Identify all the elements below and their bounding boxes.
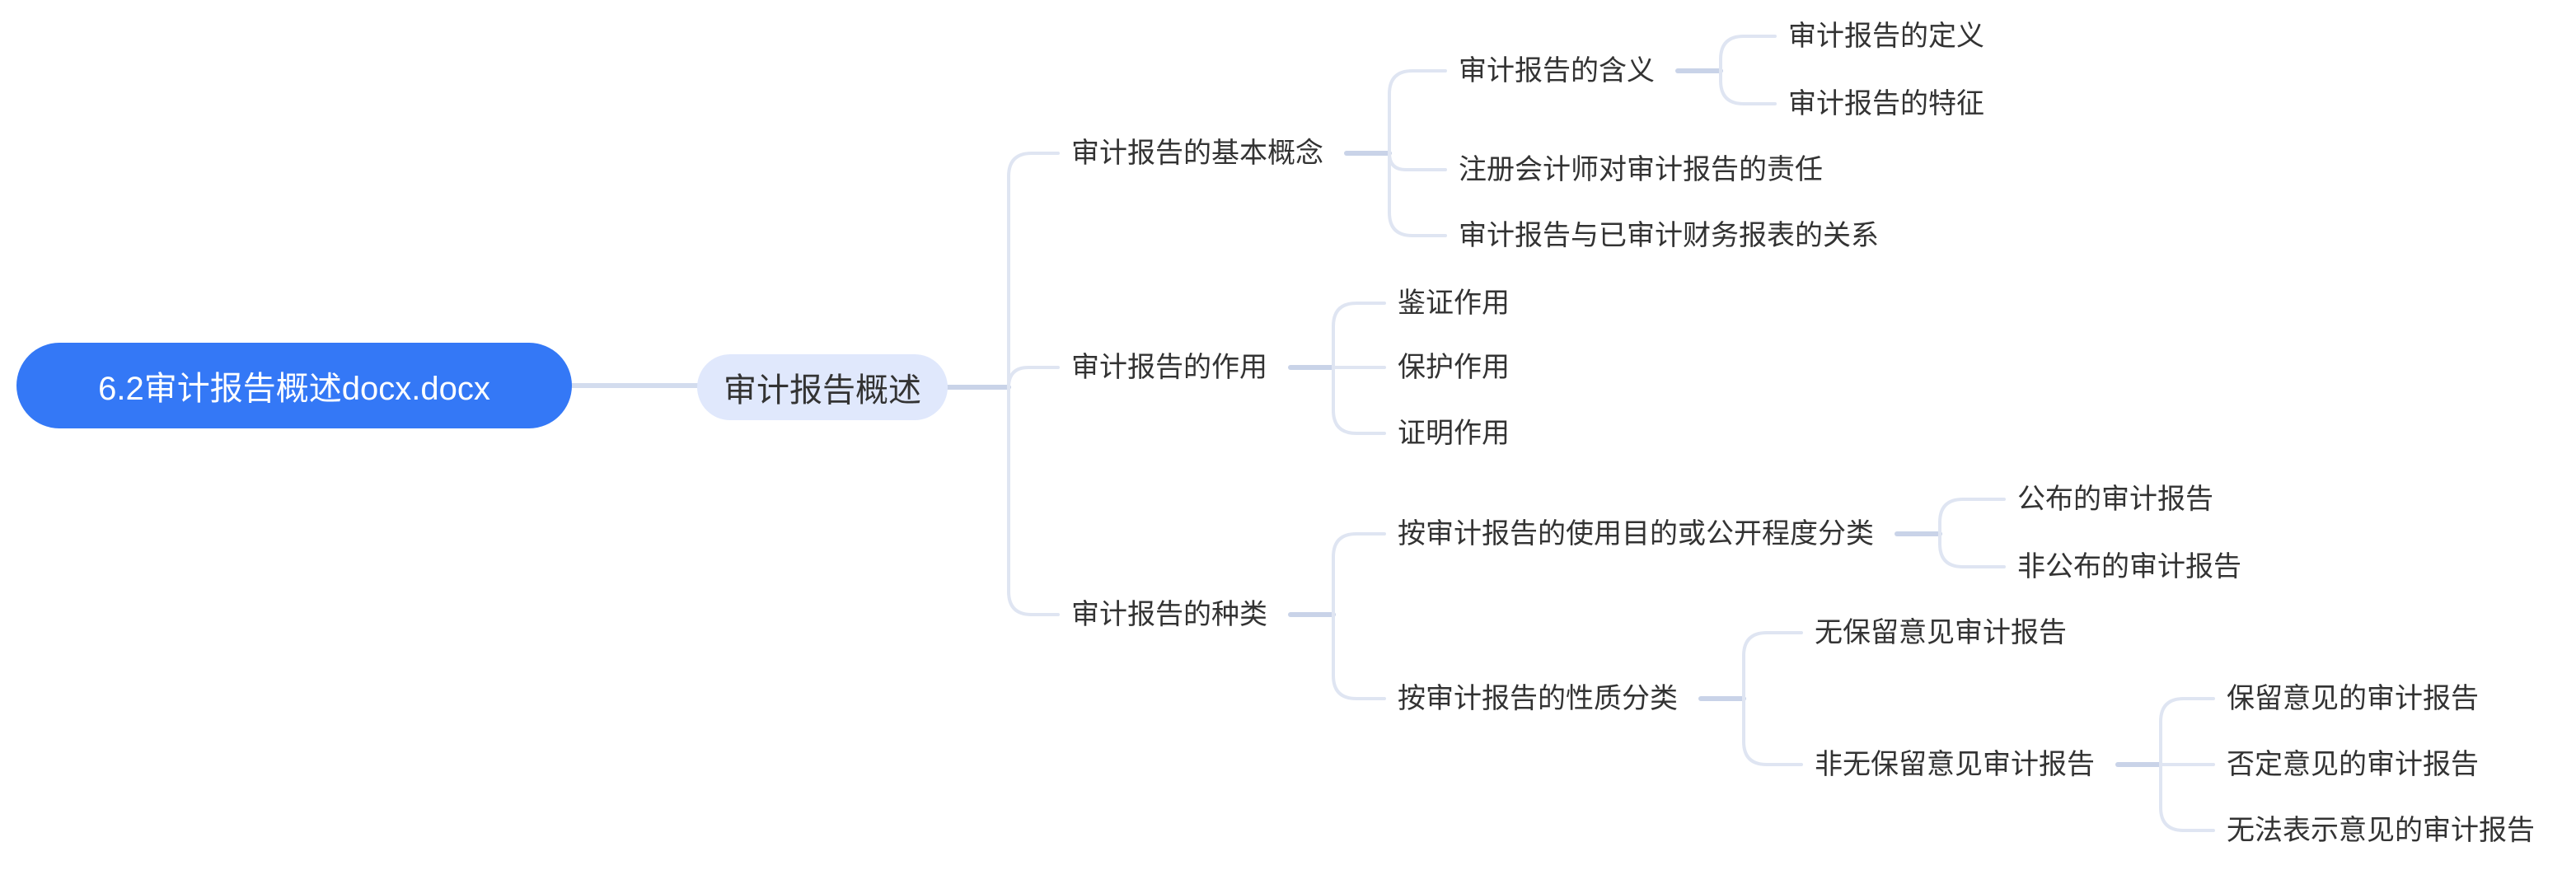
child-link bbox=[1332, 302, 1386, 369]
child-link bbox=[1938, 498, 2006, 536]
node-responsibility[interactable]: 注册会计师对审计报告的责任 bbox=[1459, 154, 1823, 185]
node-function-item[interactable]: 证明作用 bbox=[1398, 418, 1510, 449]
node-function-item[interactable]: 保护作用 bbox=[1398, 352, 1510, 383]
main-topic-node[interactable]: 审计报告概述 bbox=[697, 354, 948, 420]
child-link bbox=[1388, 69, 1447, 155]
node-by-nature[interactable]: 按审计报告的性质分类 bbox=[1398, 683, 1678, 714]
node-disclaimer-opinion[interactable]: 无法表示意见的审计报告 bbox=[2227, 815, 2535, 846]
root-label: 6.2审计报告概述docx.docx bbox=[98, 371, 490, 407]
node-adverse-opinion[interactable]: 否定意见的审计报告 bbox=[2227, 749, 2479, 780]
node-types[interactable]: 审计报告的种类 bbox=[1071, 599, 1267, 630]
node-unqualified[interactable]: 无保留意见审计报告 bbox=[1815, 617, 2067, 648]
node-nonpublic-report[interactable]: 非公布的审计报告 bbox=[2017, 551, 2241, 582]
root-node[interactable]: 6.2审计报告概述docx.docx bbox=[16, 343, 572, 428]
child-link bbox=[1719, 69, 1777, 105]
node-features[interactable]: 审计报告的特征 bbox=[1788, 88, 1984, 119]
child-link bbox=[2159, 697, 2215, 766]
node-public-report[interactable]: 公布的审计报告 bbox=[2017, 484, 2213, 515]
child-link bbox=[1719, 35, 1777, 72]
node-function-item[interactable]: 鉴证作用 bbox=[1398, 288, 1510, 319]
child-link bbox=[1332, 532, 1386, 616]
child-link bbox=[1007, 386, 1060, 616]
node-qualified-opinion[interactable]: 保留意见的审计报告 bbox=[2227, 683, 2479, 714]
child-link bbox=[2159, 763, 2215, 832]
node-by-purpose[interactable]: 按审计报告的使用目的或公开程度分类 bbox=[1398, 518, 1874, 550]
node-function[interactable]: 审计报告的作用 bbox=[1071, 352, 1267, 383]
node-relation[interactable]: 审计报告与已审计财务报表的关系 bbox=[1459, 220, 1879, 251]
main-topic-label: 审计报告概述 bbox=[724, 372, 921, 409]
child-link bbox=[1742, 697, 1803, 766]
node-definition[interactable]: 审计报告的定义 bbox=[1788, 21, 1984, 52]
child-link bbox=[1388, 152, 1447, 171]
child-link bbox=[1938, 532, 2006, 568]
child-link bbox=[1007, 152, 1060, 389]
child-link bbox=[1332, 366, 1386, 435]
node-meaning[interactable]: 审计报告的含义 bbox=[1459, 55, 1655, 87]
node-concept[interactable]: 审计报告的基本概念 bbox=[1071, 138, 1323, 169]
child-link bbox=[1742, 631, 1803, 700]
node-modified[interactable]: 非无保留意见审计报告 bbox=[1815, 749, 2095, 780]
child-link bbox=[1007, 366, 1060, 389]
child-link bbox=[1332, 613, 1386, 700]
child-link bbox=[1388, 152, 1447, 237]
